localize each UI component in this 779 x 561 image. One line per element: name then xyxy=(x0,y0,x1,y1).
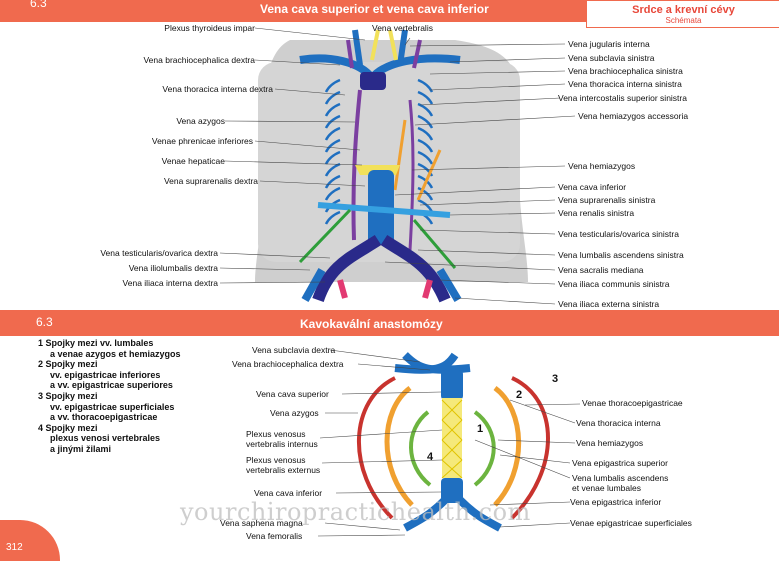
label-iliaca-communis-sinistra: Vena iliaca communis sinistra xyxy=(558,279,670,289)
label-suprarenalis-dextra: Vena suprarenalis dextra xyxy=(163,176,258,186)
label-jugularis-interna: Vena jugularis interna xyxy=(568,39,650,49)
label-iliolumbalis-dextra: Vena iliolumbalis dextra xyxy=(128,263,218,273)
label-plexus-internus-2: vertebralis internus xyxy=(246,439,318,449)
label-femoralis: Vena femoralis xyxy=(246,531,303,541)
label-intercostalis-superior: Vena intercostalis superior sinistra xyxy=(558,93,687,103)
legend-item-2-line: a vv. epigastricae superiores xyxy=(50,380,173,391)
label-vertebralis: Vena vertebralis xyxy=(372,23,433,33)
label-iliaca-externa-sinistra: Vena iliaca externa sinistra xyxy=(558,299,660,309)
label-epigastrica-inferior: Vena epigastrica inferior xyxy=(570,497,662,507)
label-testicularis-sinistra: Vena testicularis/ovarica sinistra xyxy=(558,229,679,239)
legend-item-3-line: a vv. thoracoepigastricae xyxy=(50,412,158,423)
label-lumbalis-ascendens: Vena lumbalis ascendens sinistra xyxy=(558,250,684,260)
chapter-tab: Srdce a krevní cévy Schémata xyxy=(586,0,779,28)
top-section-title: Vena cava superior et vena cava inferior xyxy=(260,2,489,16)
label-brachiocephalica-dextra: Vena brachiocephalica dextra xyxy=(143,55,255,65)
legend-item-2: 2 Spojky mezi xyxy=(38,359,98,370)
diagram-number-3: 3 xyxy=(552,373,559,385)
bottom-section-number: 6.3 xyxy=(36,315,53,329)
label-brachiocephalica-sinistra: Vena brachiocephalica sinistra xyxy=(568,66,683,76)
label-renalis-sinistra: Vena renalis sinistra xyxy=(558,208,635,218)
label-lumbalis-ascendens-2: et venae lumbales xyxy=(572,483,641,493)
watermark: yourchiropractichealth.com xyxy=(180,498,531,526)
legend-item-4: 4 Spojky mezi xyxy=(38,422,98,433)
legend-item-4-line: plexus venosi vertebrales xyxy=(50,433,161,444)
diagram-number-1: 1 xyxy=(477,423,484,435)
bottom-section-title: Kavokavální anastomózy xyxy=(300,317,443,331)
label-subclavia-dextra: Vena subclavia dextra xyxy=(252,345,336,355)
label-thoracica-interna-sinistra: Vena thoracica interna sinistra xyxy=(568,79,682,89)
label-epigastricae-superficiales: Venae epigastricae superficiales xyxy=(570,518,692,528)
label-plexus-externus-2: vertebralis externus xyxy=(246,465,321,475)
label-sacralis-mediana: Vena sacralis mediana xyxy=(558,265,644,275)
label-thoracoepigastricae: Venae thoracoepigastricae xyxy=(582,398,683,408)
label-hemiazygos-accessoria: Vena hemiazygos accessoria xyxy=(578,111,689,121)
label-plexus-thyroideus: Plexus thyroideus impar xyxy=(164,23,255,33)
label-suprarenalis-sinistra: Vena suprarenalis sinistra xyxy=(558,195,656,205)
page-number: 312 xyxy=(6,542,23,553)
legend-item-4-line: a jinými žilami xyxy=(50,443,112,454)
label-b-cava-inferior: Vena cava inferior xyxy=(254,488,323,498)
chapter-subtitle: Schémata xyxy=(665,16,702,25)
label-phrenicae-inferiores: Venae phrenicae inferiores xyxy=(151,136,253,146)
label-plexus-internus-1: Plexus venosus xyxy=(246,429,306,439)
label-plexus-externus-1: Plexus venosus xyxy=(246,455,306,465)
label-hepaticae: Venae hepaticae xyxy=(161,156,225,166)
anastomosis-legend: 1 Spojky mezi vv. lumbales a venae azygo… xyxy=(38,338,181,455)
label-subclavia-sinistra: Vena subclavia sinistra xyxy=(568,53,655,63)
label-testicularis-dextra: Vena testicularis/ovarica dextra xyxy=(100,248,218,258)
legend-item-2-line: vv. epigastricae inferiores xyxy=(50,369,161,380)
top-section-header: 6.3 Vena cava superior et vena cava infe… xyxy=(0,0,779,22)
diagram-number-2: 2 xyxy=(516,389,523,401)
label-b-brachiocephalica-dextra: Vena brachiocephalica dextra xyxy=(232,359,344,369)
label-azygos: Vena azygos xyxy=(176,116,225,126)
diagram-number-4: 4 xyxy=(427,451,434,463)
label-hemiazygos: Vena hemiazygos xyxy=(568,161,636,171)
bottom-section-header: 6.3 Kavokavální anastomózy xyxy=(0,310,779,336)
label-thoracica-interna-dextra: Vena thoracica interna dextra xyxy=(162,84,273,94)
legend-item-3: 3 Spojky mezi xyxy=(38,390,98,401)
legend-item-1: 1 Spojky mezi vv. lumbales xyxy=(38,338,154,348)
label-saphena-magna: Vena saphena magna xyxy=(220,518,303,528)
chapter-title: Srdce a krevní cévy xyxy=(632,4,735,16)
top-section-number: 6.3 xyxy=(30,0,47,10)
label-b-azygos: Vena azygos xyxy=(270,408,319,418)
label-cava-superior: Vena cava superior xyxy=(256,389,329,399)
label-b-thoracica-interna: Vena thoracica interna xyxy=(576,418,661,428)
label-iliaca-interna-dextra: Vena iliaca interna dextra xyxy=(122,278,218,288)
label-epigastrica-superior: Vena epigastrica superior xyxy=(572,458,668,468)
legend-item-1-line: a venae azygos et hemiazygos xyxy=(50,348,181,359)
label-b-hemiazygos: Vena hemiazygos xyxy=(576,438,644,448)
label-cava-inferior: Vena cava inferior xyxy=(558,182,627,192)
label-lumbalis-ascendens-1: Vena lumbalis ascendens xyxy=(572,473,669,483)
legend-item-3-line: vv. epigastricae superficiales xyxy=(50,401,175,412)
